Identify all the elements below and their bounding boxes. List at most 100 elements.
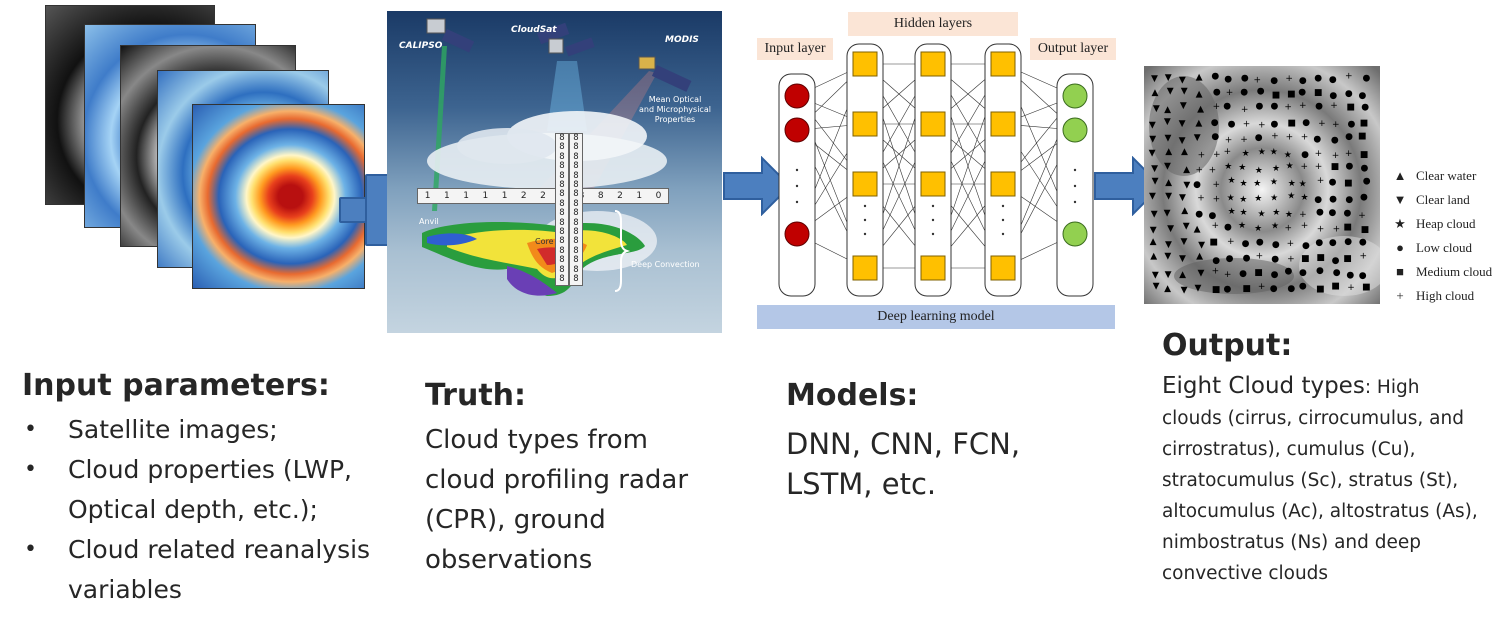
cloud-type-marker: ● — [1299, 282, 1307, 292]
core-label: Core — [535, 237, 554, 246]
cloud-type-marker: ★ — [1227, 193, 1235, 203]
cloud-type-marker: ▼ — [1198, 268, 1205, 278]
cloud-type-marker: ★ — [1238, 163, 1246, 173]
digit-cell: 8 — [573, 189, 579, 200]
ellipsis-dot — [1073, 200, 1077, 204]
properties-label-line-2: and Microphysical — [639, 105, 711, 114]
cloud-type-marker: ▼ — [1181, 86, 1188, 96]
digit-cell: 8 — [573, 170, 579, 181]
cloud-type-marker: ■ — [1362, 282, 1371, 292]
digit-cell: 8 — [559, 255, 565, 266]
cloud-type-marker: ● — [1361, 102, 1369, 112]
cloud-type-marker: ■ — [1212, 285, 1221, 295]
truth-body: Cloud types from cloud profiling radar (… — [425, 425, 689, 575]
cloud-type-marker: ● — [1329, 238, 1337, 248]
cloud-type-marker: ▼ — [1165, 73, 1172, 83]
cloud-type-marker: + — [1317, 176, 1325, 186]
cloud-type-marker: ● — [1224, 222, 1232, 232]
cloud-type-marker: + — [1299, 101, 1307, 111]
cloud-type-marker: ▲ — [1181, 147, 1188, 157]
cloud-type-marker: ● — [1333, 268, 1341, 278]
ellipsis-dot — [863, 204, 867, 208]
output-node — [1062, 83, 1088, 109]
cloud-type-marker: ■ — [1346, 103, 1355, 113]
satellite-image-5 — [192, 104, 365, 289]
digit-cell: 8 — [559, 161, 565, 172]
hidden-node — [852, 171, 878, 197]
cloud-type-marker: ● — [1211, 118, 1219, 128]
digit-cell: 2 — [520, 191, 527, 201]
cloud-type-marker: ★ — [1299, 179, 1307, 189]
digit-cell: 8 — [573, 274, 579, 285]
digit-cell: 8 — [559, 245, 565, 256]
cloud-type-marker: ★ — [1253, 179, 1261, 189]
legend-label: Heap cloud — [1416, 216, 1476, 231]
cloud-type-marker: ● — [1271, 101, 1279, 111]
cloud-type-marker: ● — [1360, 192, 1368, 202]
cloud-type-marker: ● — [1332, 256, 1340, 266]
cloud-type-marker: ● — [1241, 73, 1249, 83]
cloud-type-marker: ▼ — [1183, 180, 1190, 190]
digit-cell: 1 — [636, 191, 643, 201]
cloud-type-marker: ■ — [1316, 253, 1325, 263]
cloud-type-marker: ● — [1329, 208, 1337, 218]
digit-cell: 8 — [559, 236, 565, 247]
input-node — [784, 221, 810, 247]
cloud-type-marker: ■ — [1209, 238, 1218, 248]
cloud-type-marker: ★ — [1224, 162, 1232, 172]
cloud-type-marker: ▼ — [1167, 87, 1174, 97]
cloud-type-digit-row: 1111122288210 — [417, 188, 669, 204]
cloud-type-marker: ▼ — [1198, 241, 1205, 251]
cloud-type-marker: + — [1256, 251, 1264, 261]
cloud-type-marker: ▼ — [1179, 119, 1186, 129]
digit-cell: 1 — [463, 191, 469, 201]
cloud-type-marker: ★ — [1300, 193, 1308, 203]
cloud-type-marker: ● — [1345, 89, 1353, 99]
cloud-type-marker: ▲ — [1183, 165, 1190, 175]
cloud-type-marker: ■ — [1343, 254, 1352, 264]
cloud-type-marker: ● — [1193, 180, 1201, 190]
cloud-type-marker: ● — [1329, 195, 1337, 205]
digit-cell: 8 — [573, 236, 579, 247]
arrow-right-icon — [723, 156, 792, 216]
cloud-type-marker: ▼ — [1151, 210, 1158, 220]
cloud-type-marker: ▼ — [1149, 192, 1156, 202]
cloud-type-marker: ★ — [1272, 208, 1280, 218]
cloud-type-marker: ● — [1271, 254, 1279, 264]
digit-cell: 1 — [482, 191, 489, 201]
truth-illustration: CALIPSO CloudSat MODIS Mean Optical and … — [387, 11, 722, 333]
cloud-type-marker: ★ — [1270, 193, 1278, 203]
cloud-type-marker: ▼ — [1151, 74, 1158, 84]
hidden-node — [990, 171, 1016, 197]
cloud-type-marker: + — [1209, 165, 1217, 175]
digit-cell: 8 — [573, 255, 579, 266]
hidden-node — [990, 255, 1016, 281]
hidden-node — [852, 111, 878, 137]
cloud-type-marker: ■ — [1314, 88, 1323, 98]
cloud-type-marker: ▼ — [1164, 251, 1171, 261]
cloud-type-marker: + — [1198, 151, 1206, 161]
cloud-type-marker: + — [1243, 119, 1251, 129]
cloud-type-marker: ● — [1256, 237, 1264, 247]
cloud-type-marker: + — [1317, 224, 1325, 234]
cloud-type-marker: ▲ — [1197, 104, 1204, 114]
cloud-type-marker: + — [1213, 150, 1221, 160]
ellipsis-dot — [931, 218, 935, 222]
digit-cell: 8 — [573, 151, 579, 162]
cloud-type-marker: ● — [1316, 208, 1324, 218]
digit-cell: 8 — [559, 133, 565, 143]
cloud-type-marker: + — [1287, 239, 1295, 249]
cloud-type-marker: + — [1299, 210, 1307, 220]
cloud-type-marker: + — [1301, 221, 1309, 231]
cloud-type-marker: ● — [1272, 240, 1280, 250]
cloud-type-marker: ★ — [1258, 147, 1266, 157]
cloud-type-marker: ▼ — [1183, 221, 1190, 231]
digit-cell: 8 — [559, 170, 565, 181]
cloud-type-marker: ● — [1315, 238, 1323, 248]
cloud-type-marker: ▼ — [1164, 162, 1171, 172]
cloud-type-marker: + — [1287, 255, 1295, 265]
digit-cell: 8 — [559, 198, 565, 209]
cloud-type-marker: ▼ — [1164, 208, 1171, 218]
hidden-node — [990, 111, 1016, 137]
